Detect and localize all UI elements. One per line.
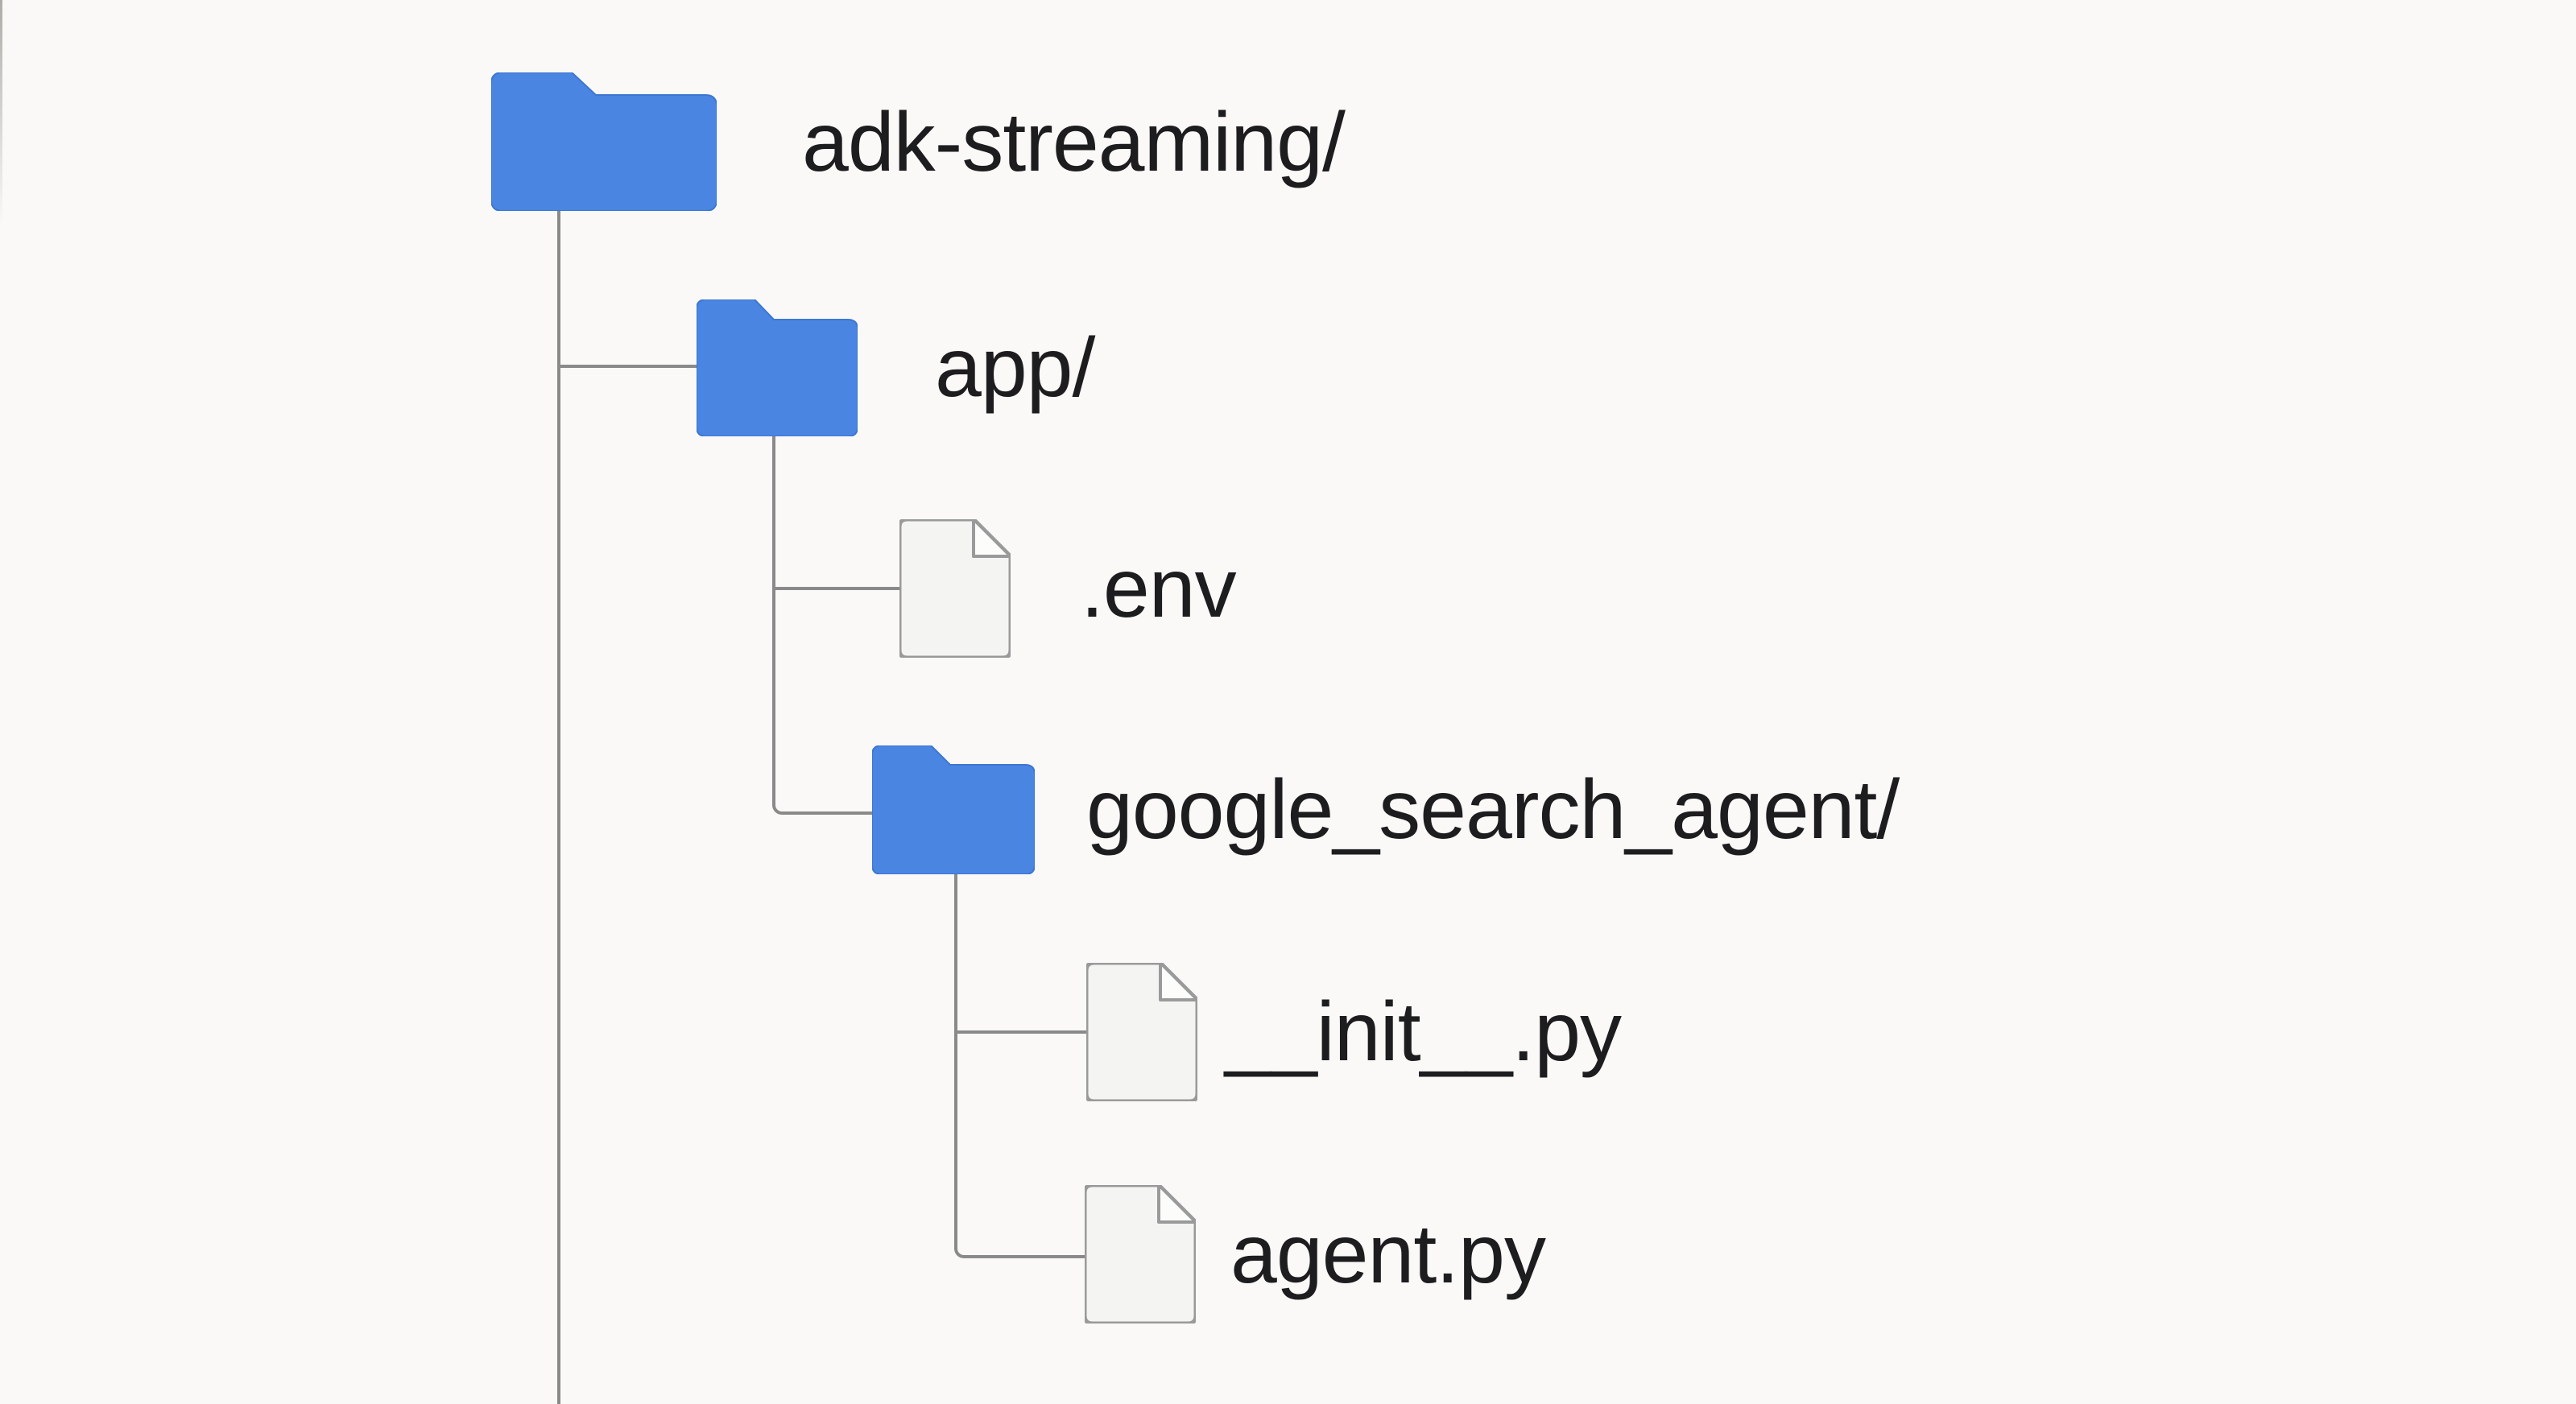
file-icon	[1086, 963, 1197, 1101]
folder-icon	[491, 72, 717, 211]
tree-node-label: adk-streaming/	[802, 95, 1346, 189]
connector-branch-init	[956, 1030, 1088, 1034]
tree-node-google-search-agent: google_search_agent/	[872, 745, 1999, 874]
tree-node-agent-py: agent.py	[1085, 1185, 1809, 1323]
connector-branch-app	[559, 365, 697, 368]
tree-node-adk-streaming: adk-streaming/	[491, 72, 1458, 212]
file-icon	[899, 519, 1011, 658]
tree-node-label: __init__.py	[1225, 985, 1622, 1079]
connector-root-trunk	[557, 209, 560, 1404]
tree-node-env: .env	[899, 519, 1544, 658]
folder-icon	[872, 745, 1035, 874]
tree-node-app: app/	[697, 299, 1341, 436]
tree-node-label: app/	[935, 320, 1095, 415]
connector-app-trunk-elbow	[772, 435, 875, 815]
tree-node-label: .env	[1081, 541, 1237, 635]
connector-branch-env	[774, 587, 899, 590]
file-icon	[1085, 1185, 1196, 1323]
left-edge-line	[0, 0, 2, 225]
tree-node-label: agent.py	[1230, 1207, 1546, 1301]
folder-icon	[697, 299, 858, 436]
tree-node-init-py: __init__.py	[1086, 963, 1811, 1101]
tree-node-label: google_search_agent/	[1086, 762, 1900, 857]
connector-gsa-trunk-elbow	[954, 874, 1088, 1258]
